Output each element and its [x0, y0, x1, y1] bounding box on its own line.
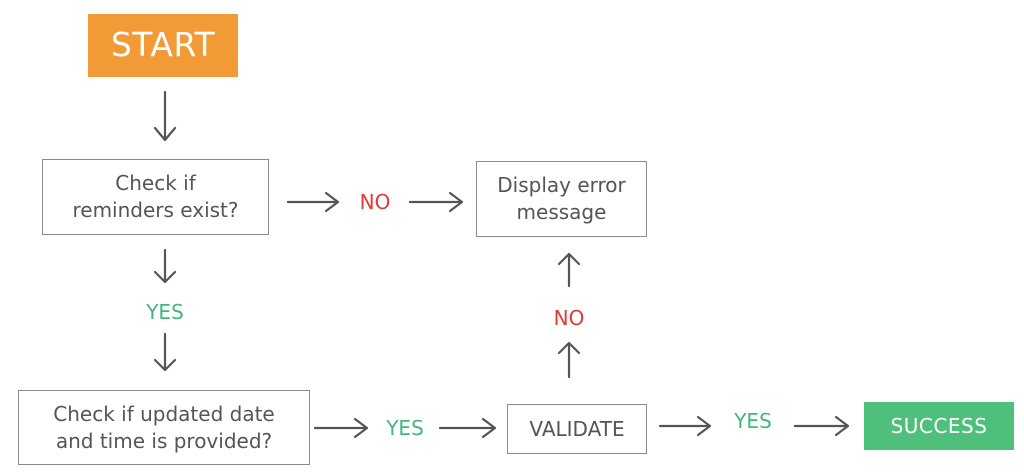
arrow-up-icon	[557, 341, 581, 379]
display-error-node: Display error message	[476, 161, 647, 237]
arrow-right-icon	[438, 417, 497, 439]
no-label: NO	[553, 306, 585, 330]
arrow-right-icon	[286, 191, 340, 213]
yes-label: YES	[734, 409, 772, 433]
check-updated-node: Check if updated date and time is provid…	[18, 390, 310, 465]
arrow-right-icon	[408, 191, 464, 213]
arrow-down-icon	[153, 248, 177, 284]
arrow-right-icon	[793, 415, 850, 437]
success-node: SUCCESS	[864, 402, 1014, 450]
arrow-right-icon	[658, 415, 712, 437]
arrow-up-icon	[557, 252, 581, 288]
arrow-down-icon	[153, 332, 177, 372]
no-label: NO	[359, 190, 391, 214]
validate-node: VALIDATE	[507, 404, 647, 454]
arrow-down-icon	[153, 90, 177, 142]
yes-label: YES	[146, 300, 184, 324]
check-reminders-node: Check if reminders exist?	[42, 159, 269, 235]
start-node: START	[88, 14, 238, 77]
arrow-right-icon	[313, 417, 369, 439]
yes-label: YES	[386, 416, 424, 440]
